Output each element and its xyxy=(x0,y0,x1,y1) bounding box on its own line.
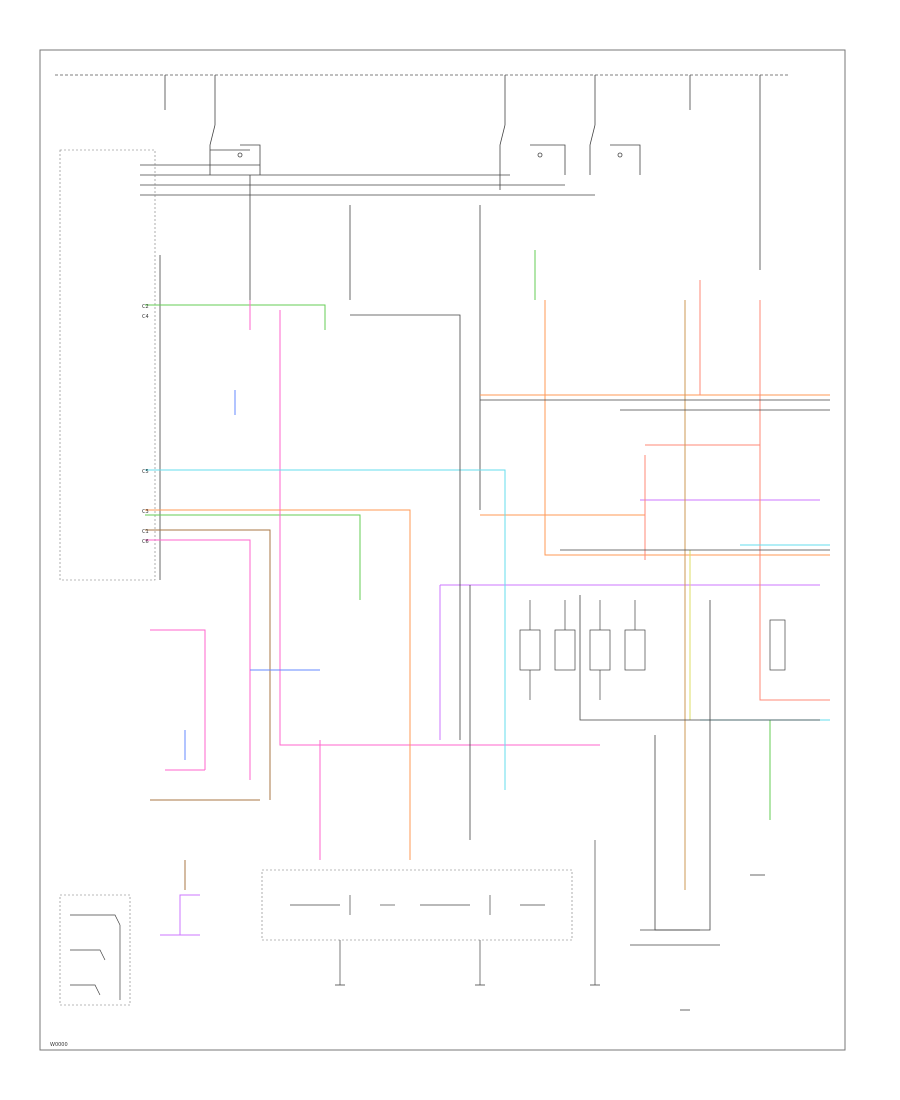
lamp-group-right xyxy=(519,600,786,700)
brown-wires xyxy=(145,529,271,890)
pink-wires xyxy=(145,300,600,860)
connector-label-c4: C4 xyxy=(142,314,149,320)
dark-harness xyxy=(350,314,830,946)
connector-label-c1: C1 xyxy=(142,529,149,535)
vertical-trunks xyxy=(159,175,481,580)
fuse-drops xyxy=(164,75,761,270)
top-harness-lines xyxy=(140,164,595,196)
blue-wires xyxy=(184,390,320,760)
hazard-switch-box xyxy=(59,894,131,1006)
hazard-switch-contacts xyxy=(70,914,121,1000)
diagram-corner-code: W0000 xyxy=(50,1042,68,1048)
diagram-border xyxy=(39,49,846,1051)
green-wires xyxy=(145,250,771,820)
connector-label-c5: C5 xyxy=(142,469,149,475)
cyan-wires xyxy=(145,469,830,790)
violet-wires xyxy=(160,499,820,936)
connector-label-c6: C6 xyxy=(142,539,149,545)
connector-label-c3: C3 xyxy=(142,509,149,515)
orange-wires xyxy=(145,300,830,860)
bottom-module-internals xyxy=(290,840,596,985)
combination-switch-box xyxy=(59,149,156,581)
salmon-wires xyxy=(644,280,830,701)
bottom-module-box xyxy=(261,869,573,941)
ground-symbols xyxy=(335,874,765,1011)
turn-signal-switch-group xyxy=(209,124,641,190)
connector-label-c2: C2 xyxy=(142,304,149,310)
